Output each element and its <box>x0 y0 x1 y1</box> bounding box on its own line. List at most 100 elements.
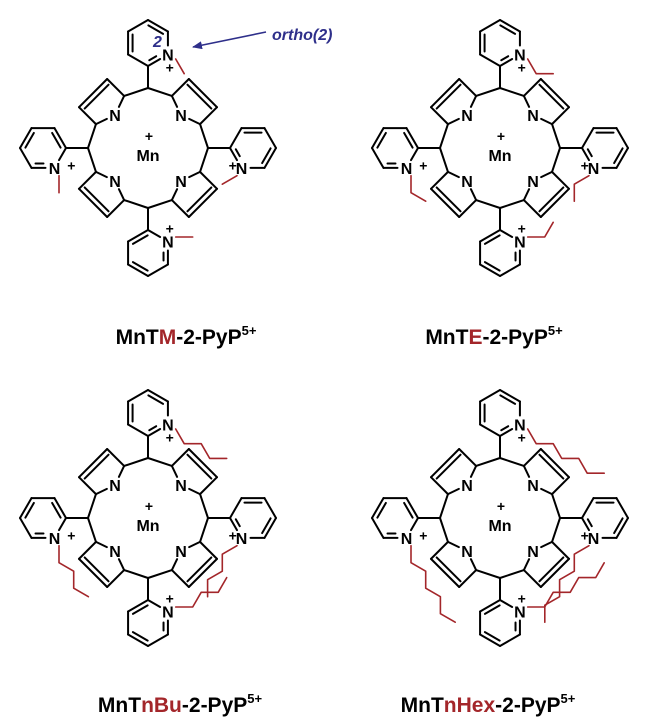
bond-alpha-meso <box>123 569 149 579</box>
alkyl-chain <box>526 562 605 608</box>
bond-alpha-meso <box>123 457 149 467</box>
pyridinium-n: N <box>514 605 526 622</box>
bond-n-alpha <box>446 487 460 496</box>
pyridyl-double <box>131 631 149 642</box>
bond-n-alpha <box>188 170 202 179</box>
pyridyl-bond <box>147 58 162 67</box>
bond-beta-double <box>83 453 110 480</box>
bond-alpha-meso <box>147 569 173 579</box>
bond-alpha-beta <box>430 170 449 190</box>
bond-n-alpha <box>170 94 179 108</box>
pyridyl-bond <box>127 633 149 647</box>
pyridyl-bond <box>479 599 501 613</box>
pyridyl-bond <box>499 263 521 277</box>
pyridyl-double <box>131 604 149 615</box>
pyridyl-bond <box>147 263 169 277</box>
mn-charge: + <box>497 498 505 514</box>
bond-n-alpha <box>94 117 108 126</box>
bond-n-alpha <box>446 117 460 126</box>
bond-n-alpha <box>117 94 126 108</box>
pyridyl-bond <box>479 53 501 67</box>
mn-charge: + <box>145 128 153 144</box>
bond-beta-beta <box>430 557 461 588</box>
bond-beta-beta <box>78 78 109 109</box>
bond-alpha-beta <box>430 106 449 126</box>
bond-alpha-meso <box>123 87 149 97</box>
bond-n-alpha <box>522 558 531 572</box>
bond-alpha-beta <box>522 569 542 588</box>
bond-alpha-meso <box>439 493 449 519</box>
bond-alpha-meso <box>199 517 209 543</box>
pyridyl-double <box>499 394 517 405</box>
pyridinium-charge: + <box>419 528 427 544</box>
pyridinium-charge: + <box>518 591 526 607</box>
annotation-arrow <box>192 31 267 50</box>
pyrrole-n-3: N <box>461 544 473 561</box>
pyridyl-bond <box>229 497 243 519</box>
pyridyl-bond <box>405 497 419 519</box>
bond-beta-beta <box>187 557 218 588</box>
bond-alpha-meso <box>551 493 561 519</box>
bond-n-alpha <box>540 170 554 179</box>
pyridyl-bond <box>19 127 33 149</box>
pyridyl-double <box>376 501 387 519</box>
bond-alpha-beta <box>199 476 218 496</box>
pyridyl-bond <box>615 517 629 539</box>
bond-alpha-beta <box>78 540 97 560</box>
bond-beta-double <box>186 556 213 583</box>
pyridyl-bond <box>127 19 149 33</box>
pyridyl-bond <box>479 423 501 437</box>
bond-alpha-meso <box>499 199 525 209</box>
bond-n-alpha <box>117 188 126 202</box>
pyridyl-bond <box>615 147 629 169</box>
bond-n-alpha <box>522 94 531 108</box>
bond-alpha-meso <box>475 457 501 467</box>
pyridinium-charge: + <box>229 528 237 544</box>
position-number: 2 <box>152 34 162 51</box>
pyridyl-bond <box>615 127 629 149</box>
bond-beta-beta <box>539 78 570 109</box>
bond-alpha-meso <box>439 147 449 173</box>
bond-beta-double <box>435 453 462 480</box>
bond-alpha-beta <box>78 106 97 126</box>
bond-alpha-beta <box>170 448 190 467</box>
ortho-annotation: ortho(2) 2 <box>152 27 332 51</box>
bond-alpha-meso <box>199 123 209 149</box>
pyridyl-double <box>500 55 510 62</box>
pyridyl-bond <box>19 517 33 539</box>
pyridyl-bond <box>229 127 243 149</box>
alkyl-chain <box>174 428 228 460</box>
bond-alpha-meso <box>87 517 97 543</box>
bond-alpha-beta <box>522 448 542 467</box>
pyrrole-n-0: N <box>109 478 121 495</box>
pyridinium-charge: + <box>518 221 526 237</box>
bond-n-alpha <box>540 487 554 496</box>
pyridinium-n: N <box>236 161 248 178</box>
pyridinium-n: N <box>514 418 526 435</box>
alkyl-chain <box>526 428 605 474</box>
pyridyl-double <box>148 55 158 62</box>
bond-n-alpha <box>540 540 554 549</box>
bond-n-alpha <box>469 558 478 572</box>
pyrrole-n-1: N <box>527 108 539 125</box>
pyridyl-bond <box>263 517 277 539</box>
pyridyl-bond <box>229 517 238 532</box>
pyridyl-bond <box>371 147 385 169</box>
pyridinium-n: N <box>588 531 600 548</box>
bond-alpha-beta <box>199 540 218 560</box>
pyridyl-double <box>613 147 624 165</box>
pyridyl-double <box>483 604 501 615</box>
pyridyl-double <box>403 501 414 519</box>
pyridyl-bond <box>581 147 590 162</box>
bond-alpha-meso <box>199 147 209 173</box>
pyridyl-bond <box>581 497 595 519</box>
pyridinium-charge: + <box>166 221 174 237</box>
pyridinium-n: N <box>162 235 174 252</box>
bond-n-alpha <box>469 464 478 478</box>
bond-alpha-beta <box>458 569 478 588</box>
bond-alpha-meso <box>475 199 501 209</box>
bond-beta-beta <box>78 187 109 218</box>
pyridyl-bond <box>127 53 149 67</box>
pyridyl-bond <box>499 599 514 608</box>
